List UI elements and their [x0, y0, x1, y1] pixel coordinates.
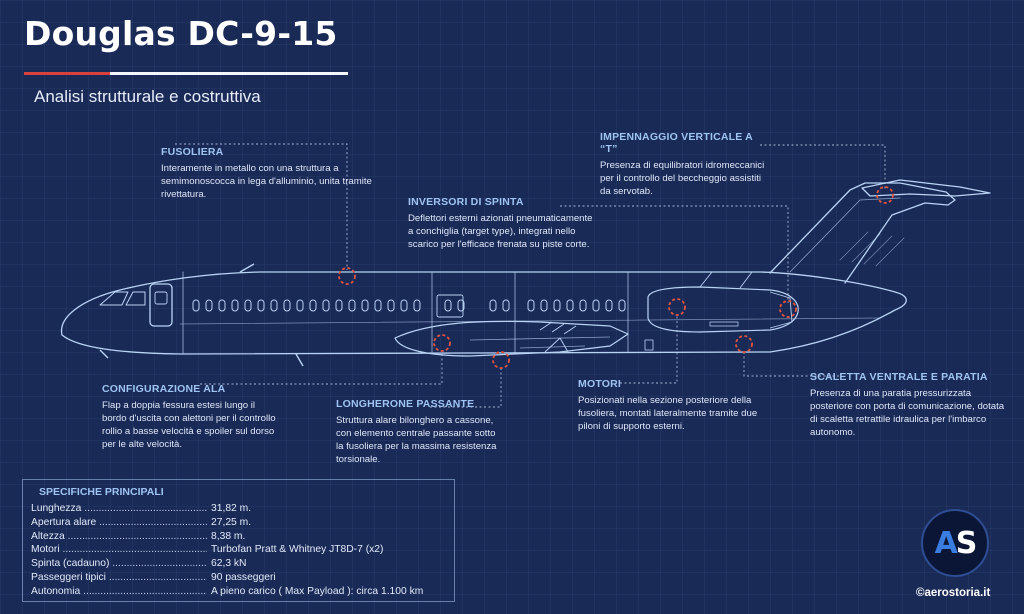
front-door-window [154, 291, 168, 305]
aerostoria-logo: AS [921, 509, 989, 577]
logo-text: AS [934, 525, 978, 561]
wing-flap-lines [469, 336, 611, 349]
spec-label: Altezza [31, 530, 207, 544]
front-door [149, 283, 173, 327]
leader-inversori [560, 205, 789, 303]
spec-label: Apertura alare [31, 516, 207, 530]
spec-value: 90 passeggeri [211, 571, 276, 583]
spec-value: 31,82 m. [211, 503, 252, 514]
callout-text: Deflettori esterni azionati pneumaticame… [408, 213, 593, 250]
tail-inner-line [789, 197, 901, 273]
spec-label: Motori [31, 543, 207, 557]
callout-text: Posizionati nella sezione posteriore del… [578, 395, 758, 432]
top-antenna [239, 263, 255, 273]
spec-row: Lunghezza 31,82 m. [31, 502, 446, 516]
marker-longherone [492, 351, 510, 369]
callout-title: MOTORI [578, 378, 622, 390]
flap-track [544, 337, 569, 353]
fuselage-centerline [179, 317, 881, 325]
marker-motori [668, 298, 686, 316]
vertical-tail [769, 182, 956, 284]
site-credit: ©aerostoria.it [916, 587, 991, 599]
specs-panel: SPECIFICHE PRINCIPALI Lunghezza 31,82 m.… [22, 479, 455, 602]
callout-motori: MOTORI Posizionati nella sezione posteri… [578, 378, 758, 433]
spec-label: Lunghezza [31, 502, 207, 516]
fuselage-outline [60, 271, 907, 355]
spec-label: Passeggeri tipici [31, 571, 207, 585]
callout-title: INVERSORI DI SPINTA [408, 196, 524, 208]
main-gear [295, 353, 304, 367]
passenger-windows [192, 299, 626, 312]
leader-longherone [430, 368, 502, 408]
spec-row: Spinta (cadauno) 62,3 kN [31, 557, 446, 571]
spec-row: Autonomia A pieno carico ( Max Payload )… [31, 585, 446, 599]
spec-value: 8,38 m. [211, 530, 246, 542]
fuselage-frames [182, 271, 629, 355]
callout-text: Flap a doppia fessura estesi lungo il bo… [102, 400, 276, 450]
leader-motori [620, 315, 678, 384]
spec-value: 62,3 kN [211, 558, 247, 570]
engine-nacelle [647, 286, 799, 333]
spec-label: Autonomia [31, 585, 207, 599]
wing-spoilers [539, 321, 577, 335]
callout-title: LONGHERONE PASSANTE [336, 398, 475, 410]
callout-scaletta: SCALETTA VENTRALE E PARATIA Presenza di … [810, 371, 1010, 439]
spec-row: Apertura alare 27,25 m. [31, 516, 446, 530]
specs-title: SPECIFICHE PRINCIPALI [39, 486, 164, 498]
wing [394, 320, 629, 357]
callout-impennaggio: IMPENNAGGIO VERTICALE A “T” Presenza di … [600, 131, 770, 198]
callout-text: Presenza di una paratia pressurizzata po… [810, 388, 1005, 438]
title-underline-accent [24, 72, 110, 75]
page-title: Douglas DC-9-15 [24, 14, 338, 53]
callout-fusoliera: FUSOLIERA Interamente in metallo con una… [161, 146, 376, 201]
callout-title: CONFIGURAZIONE ALA [102, 383, 226, 395]
marker-inversori [779, 300, 797, 318]
leader-configurazione [200, 350, 443, 385]
nose-gear [99, 349, 109, 359]
page-subtitle: Analisi strutturale e costruttiva [34, 87, 261, 106]
callout-inversori: INVERSORI DI SPINTA Deflettori esterni a… [408, 196, 598, 251]
callout-longherone: LONGHERONE PASSANTE Struttura alare bilo… [336, 398, 501, 466]
leader-scaletta [743, 352, 840, 377]
callout-configurazione: CONFIGURAZIONE ALA Flap a doppia fessura… [102, 383, 282, 451]
spec-value: 27,25 m. [211, 516, 252, 528]
marker-scaletta [735, 335, 753, 353]
callout-text: Interamente in metallo con una struttura… [161, 163, 372, 200]
spec-value: Turbofan Pratt & Whitney JT8D-7 (x2) [211, 544, 384, 556]
engine-exhaust [769, 291, 793, 329]
rear-vent [709, 321, 739, 327]
title-underline [110, 72, 348, 75]
marker-fusoliera [338, 267, 356, 285]
marker-configurazione [433, 334, 451, 352]
callout-text: Presenza di equilibratori idromeccanici … [600, 160, 765, 197]
engine-pylon [699, 271, 753, 289]
spec-row: Passeggeri tipici 90 passeggeri [31, 571, 446, 585]
leader-impennaggio [760, 144, 886, 190]
logo-letter-s: S [955, 525, 978, 561]
spec-row: Altezza 8,38 m. [31, 530, 446, 544]
spec-value: A pieno carico ( Max Payload ): circa 1.… [211, 585, 424, 597]
leader-fusoliera [175, 143, 348, 270]
callout-title: FUSOLIERA [161, 146, 224, 158]
spec-label: Spinta (cadauno) [31, 557, 207, 571]
logo-letter-a: A [934, 525, 958, 561]
callout-title: SCALETTA VENTRALE E PARATIA [810, 371, 988, 383]
cockpit-windows [99, 291, 146, 306]
aft-door [644, 339, 654, 351]
tail-panel-lines [839, 231, 905, 267]
marker-impennaggio [876, 186, 894, 204]
callout-title: IMPENNAGGIO VERTICALE A “T” [600, 131, 753, 155]
spec-row: Motori Turbofan Pratt & Whitney JT8D-7 (… [31, 543, 446, 557]
overwing-exit [436, 294, 464, 318]
callout-text: Struttura alare bilonghero a cassone, co… [336, 415, 497, 465]
